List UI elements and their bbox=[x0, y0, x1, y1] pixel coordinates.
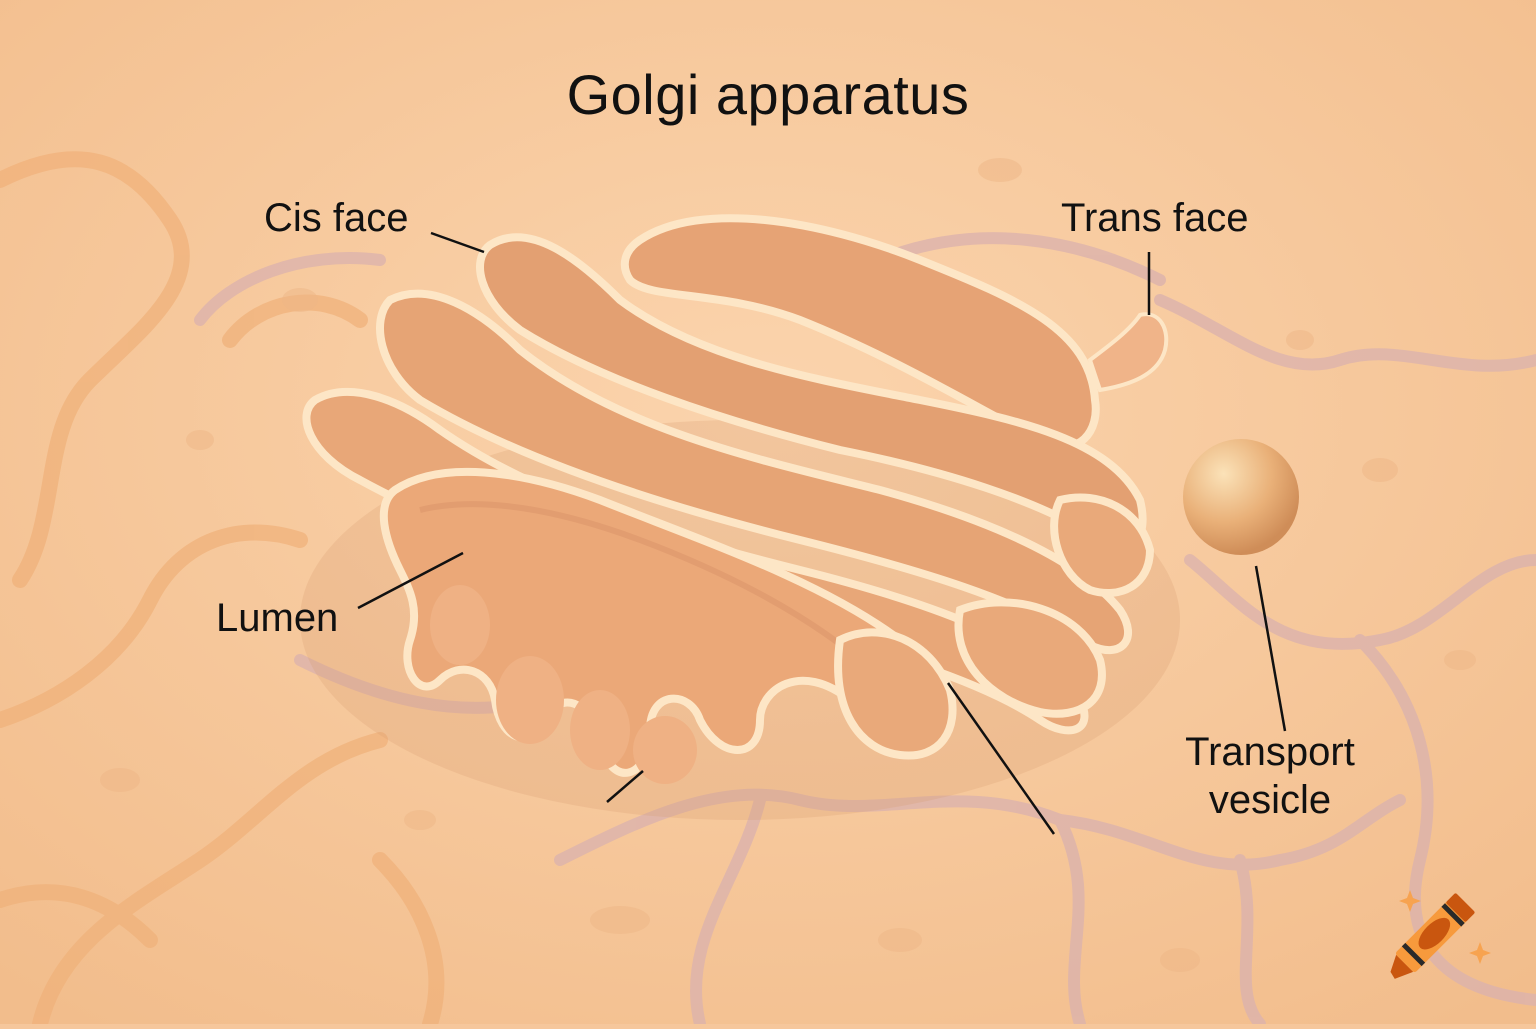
label-cis-face: Cis face bbox=[264, 196, 409, 240]
leader-lines bbox=[357, 231, 1287, 835]
background-granules bbox=[100, 158, 1476, 972]
label-transport-vesicle-line2: vesicle bbox=[1208, 778, 1332, 822]
leader-line-unlabeled-membrane bbox=[946, 682, 1056, 835]
golgi-cisternae-stack bbox=[300, 214, 1180, 820]
label-transport-vesicle: Transport vesicle bbox=[1162, 728, 1378, 824]
lumen-lobes bbox=[430, 585, 697, 784]
label-lumen: Lumen bbox=[216, 596, 339, 640]
budding-vesicle bbox=[1087, 312, 1169, 393]
sparkle-icon bbox=[1469, 942, 1491, 964]
leader-line-cis-face bbox=[430, 231, 485, 254]
cisterna-tube-3 bbox=[1050, 493, 1155, 598]
leader-line-lumen bbox=[357, 551, 464, 610]
cisterna-tube-1 bbox=[834, 628, 957, 760]
transport-vesicle bbox=[1183, 439, 1299, 555]
cisterna-3 bbox=[376, 289, 1132, 654]
sparkle-icon bbox=[1399, 890, 1421, 912]
label-trans-face: Trans face bbox=[1061, 196, 1249, 240]
cisterna-tube-2 bbox=[954, 598, 1106, 718]
diagram-title: Golgi apparatus bbox=[566, 63, 970, 126]
leader-line-unlabeled-lobe bbox=[606, 770, 644, 803]
crayon-icon bbox=[1390, 890, 1491, 979]
label-transport-vesicle-line1: Transport bbox=[1185, 730, 1355, 774]
leader-line-transport-vesicle bbox=[1254, 565, 1287, 732]
cell-membrane-network bbox=[0, 151, 1536, 1029]
